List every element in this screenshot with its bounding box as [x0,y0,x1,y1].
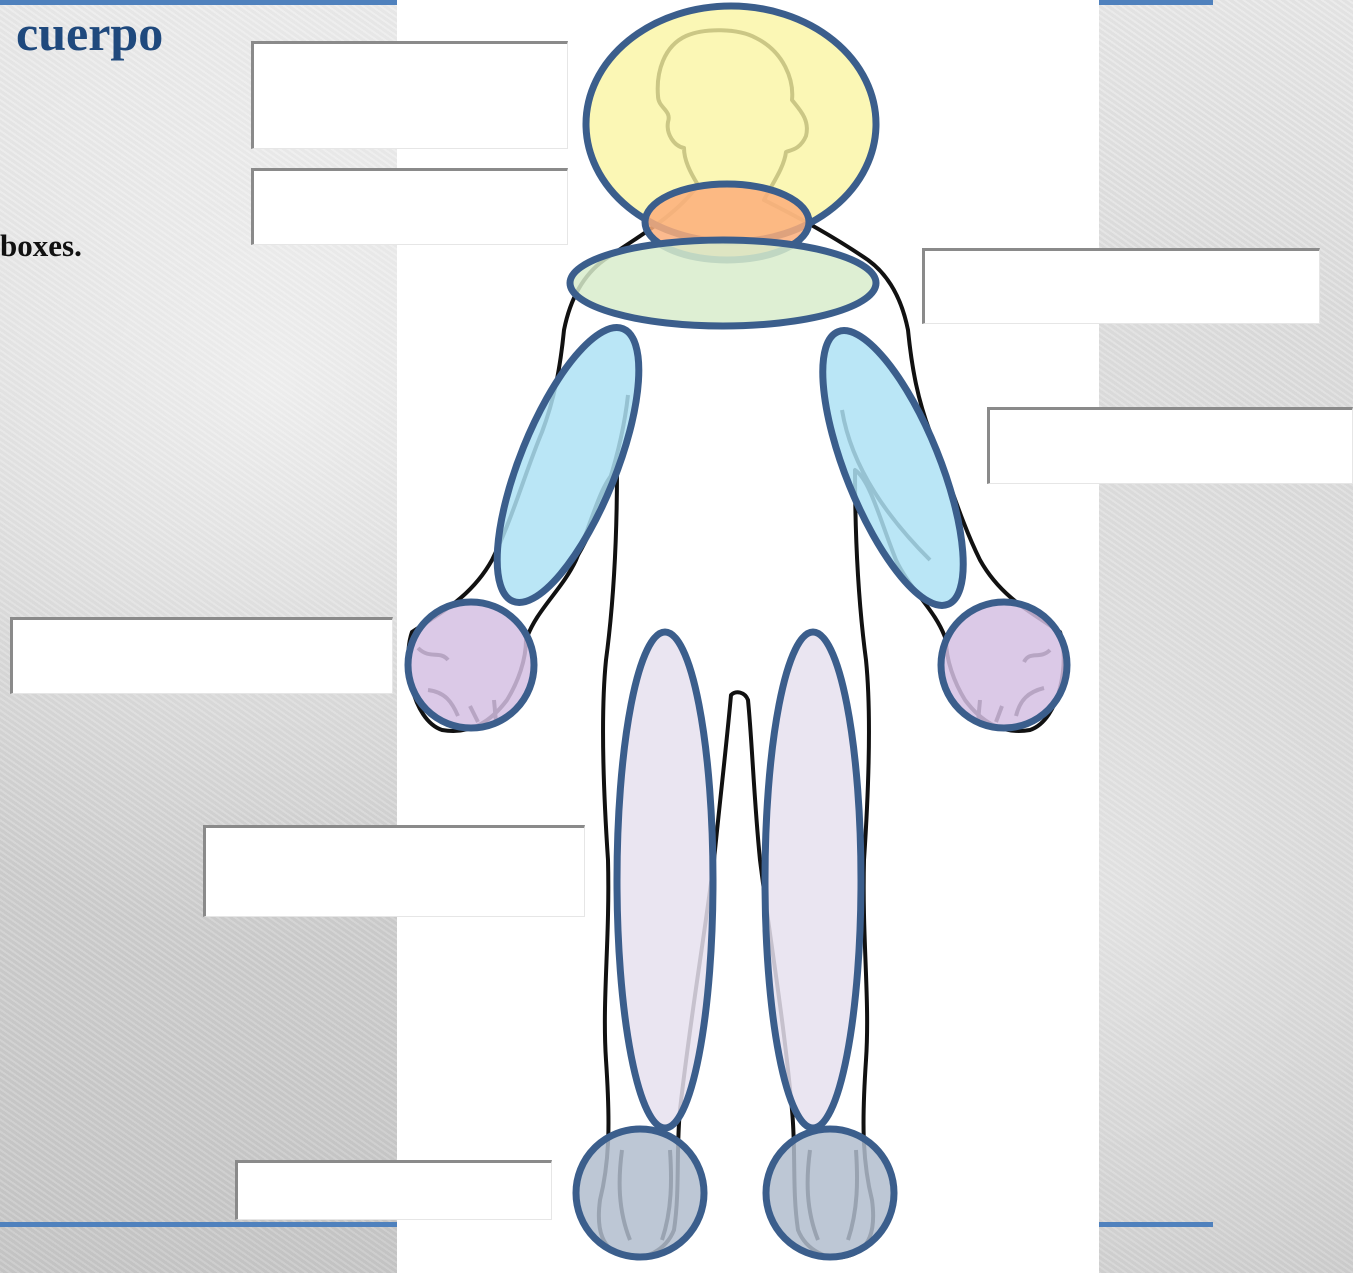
hand-left-region[interactable] [941,602,1067,728]
label-box-head[interactable] [251,41,568,149]
leg-right-region[interactable] [617,632,713,1128]
label-box-neck[interactable] [251,168,568,245]
shoulders-region[interactable] [570,240,876,326]
leg-left-region[interactable] [765,632,861,1128]
label-box-hand[interactable] [10,617,393,694]
hand-right-region[interactable] [408,602,534,728]
label-box-leg[interactable] [203,825,585,917]
label-box-foot[interactable] [235,1160,552,1220]
label-box-arm[interactable] [987,407,1353,484]
label-box-shoulders[interactable] [922,248,1320,324]
foot-left-region[interactable] [766,1129,894,1257]
foot-right-region[interactable] [576,1129,704,1257]
